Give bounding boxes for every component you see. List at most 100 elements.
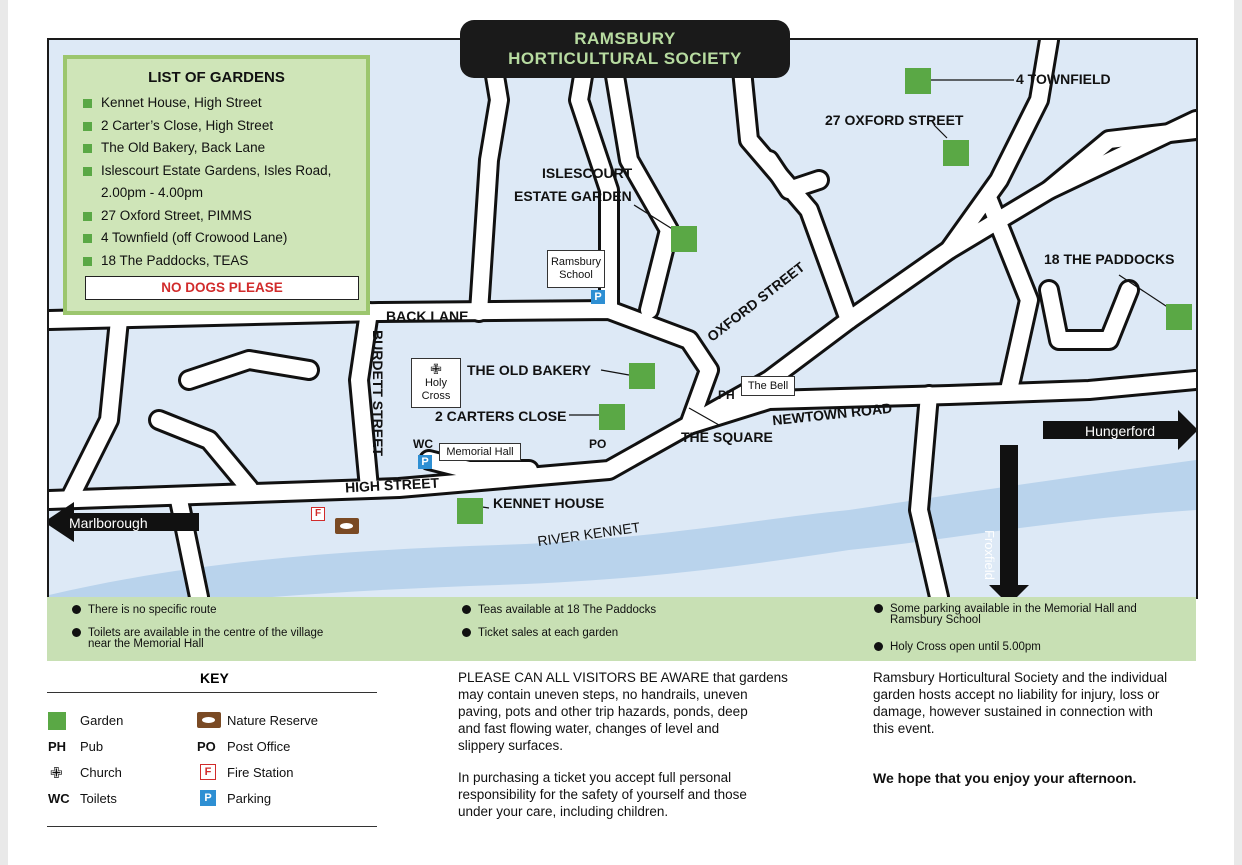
- label-hungerford: Hungerford: [1085, 423, 1156, 439]
- title-line-1: RAMSBURY: [574, 29, 676, 48]
- duck-shape: [340, 523, 353, 529]
- note-no-route: There is no specific route: [68, 604, 216, 616]
- garden-item: 18 The Paddocks, TEAS: [83, 250, 350, 273]
- garden-marker-oxford-street[interactable]: [943, 140, 969, 166]
- safety-warning: PLEASE CAN ALL VISITORS BE AWARE that ga…: [458, 669, 788, 754]
- note-tickets: Ticket sales at each garden: [458, 627, 618, 639]
- gardens-heading: LIST OF GARDENS: [148, 69, 285, 86]
- plate-ramsbury-school: Ramsbury School: [547, 250, 605, 288]
- key-church-icon: ✙: [50, 765, 63, 782]
- label-pub: PH: [718, 388, 735, 402]
- parking-icon-hall: P: [418, 455, 432, 469]
- key-rule-bottom: [47, 826, 377, 827]
- note-toilets: Toilets are available in the centre of t…: [68, 627, 323, 639]
- garden-marker-kennet-house[interactable]: [457, 498, 483, 524]
- holy-line-2: Cross: [421, 390, 451, 402]
- arrow-froxfield: [989, 445, 1029, 597]
- note-parking: Some parking available in the Memorial H…: [870, 603, 1137, 615]
- river-kennet: [49, 460, 1196, 597]
- school-line-2: School: [559, 269, 593, 281]
- parking-icon-school: P: [591, 290, 605, 304]
- arrow-hungerford: [1043, 410, 1196, 450]
- garden-item: Kennet House, High Street: [83, 92, 350, 115]
- holy-line-1: Holy: [424, 377, 447, 389]
- notes-band: [47, 597, 1196, 661]
- garden-item: Islescourt Estate Gardens, Isles Road,: [83, 160, 350, 183]
- plate-holy-cross: ✙ Holy Cross: [411, 358, 461, 408]
- note-parking-cont: Ramsbury School: [890, 614, 981, 626]
- key-fire-icon: F: [200, 764, 216, 780]
- label-old-bakery: THE OLD BAKERY: [467, 362, 591, 378]
- direction-arrows: [49, 410, 1196, 597]
- label-townfield: 4 TOWNFIELD: [1016, 71, 1111, 87]
- gardens-items-2: 27 Oxford Street, PIMMS 4 Townfield (off…: [83, 205, 350, 273]
- key-post-office-label: Post Office: [227, 739, 291, 754]
- note-teas: Teas available at 18 The Paddocks: [458, 604, 656, 616]
- label-the-square: THE SQUARE: [681, 429, 773, 445]
- label-toilets: WC: [413, 437, 433, 451]
- plate-the-bell: The Bell: [741, 376, 795, 396]
- key-po-sym: PO: [197, 739, 216, 754]
- label-27-oxford-street: 27 OXFORD STREET: [825, 112, 964, 128]
- key-church-label: Church: [80, 765, 122, 780]
- garden-item: 27 Oxford Street, PIMMS: [83, 205, 350, 228]
- ticket-line: In purchasing a ticket you accept full p…: [458, 770, 732, 785]
- key-garden-label: Garden: [80, 713, 124, 728]
- ticket-line: under your care, including children.: [458, 804, 669, 819]
- warn-line: may contain uneven steps, no handrails, …: [458, 687, 748, 702]
- no-dogs-notice: NO DOGS PLEASE: [85, 276, 359, 300]
- garden-item-time: 2.00pm - 4.00pm: [101, 185, 204, 200]
- label-post-office: PO: [589, 437, 607, 451]
- key-toilets-label: Toilets: [80, 791, 117, 806]
- liability-notice: Ramsbury Horticultural Society and the i…: [873, 669, 1167, 737]
- garden-item: 2 Carter’s Close, High Street: [83, 115, 350, 138]
- key-fire-label: Fire Station: [227, 765, 294, 780]
- ticket-responsibility: In purchasing a ticket you accept full p…: [458, 769, 747, 820]
- warn-line: slippery surfaces.: [458, 738, 564, 753]
- ticket-line: responsibility for the safety of yoursel…: [458, 787, 747, 802]
- label-islescourt-2: ESTATE GARDEN: [514, 188, 632, 204]
- key-pub-label: Pub: [80, 739, 104, 754]
- gardens-items: Kennet House, High Street 2 Carter’s Clo…: [83, 92, 350, 182]
- label-froxfield: Froxfield: [982, 530, 997, 580]
- key-title: KEY: [200, 670, 229, 686]
- nature-reserve-icon: [335, 518, 359, 534]
- liab-line: this event.: [873, 721, 935, 736]
- liab-line: damage, however sustained in connection …: [873, 704, 1153, 719]
- garden-marker-townfield[interactable]: [905, 68, 931, 94]
- garden-item: 4 Townfield (off Crowood Lane): [83, 227, 350, 250]
- garden-item: The Old Bakery, Back Lane: [83, 137, 350, 160]
- garden-marker-carters-close[interactable]: [599, 404, 625, 430]
- warn-line: paving, pots and other trip hazards, pon…: [458, 704, 748, 719]
- key-rule-top: [47, 692, 377, 693]
- map-title: RAMSBURY HORTICULTURAL SOCIETY: [460, 20, 790, 78]
- key-pub-sym: PH: [48, 739, 67, 754]
- gardens-list: LIST OF GARDENS Kennet House, High Stree…: [63, 55, 370, 315]
- label-back-lane: BACK LANE: [386, 308, 469, 324]
- liab-line: Ramsbury Horticultural Society and the i…: [873, 670, 1168, 685]
- key-parking-label: Parking: [227, 791, 272, 806]
- enjoy-message: We hope that you enjoy your afternoon.: [873, 770, 1137, 786]
- liab-line: garden hosts accept no liability for inj…: [873, 687, 1160, 702]
- note-holy-cross: Holy Cross open until 5.00pm: [870, 641, 1041, 653]
- key-garden-icon: [48, 712, 66, 730]
- plate-memorial-hall: Memorial Hall: [439, 443, 521, 461]
- label-marlborough: Marlborough: [69, 515, 148, 531]
- church-icon: ✙: [430, 361, 442, 377]
- garden-marker-islescourt[interactable]: [671, 226, 697, 252]
- label-paddocks: 18 THE PADDOCKS: [1044, 251, 1175, 267]
- fire-station-icon: F: [311, 507, 325, 521]
- pointer-lines: [468, 79, 1170, 509]
- warn-line: and fast flowing water, changes of level…: [458, 721, 720, 736]
- arrow-marlborough: [49, 502, 199, 542]
- warn-line: PLEASE CAN ALL VISITORS BE AWARE that ga…: [458, 670, 788, 685]
- title-line-2: HORTICULTURAL SOCIETY: [508, 49, 742, 68]
- school-line-1: Ramsbury: [550, 256, 602, 268]
- garden-marker-paddocks[interactable]: [1166, 304, 1192, 330]
- label-kennet-house: KENNET HOUSE: [493, 495, 605, 511]
- key-nature-label: Nature Reserve: [227, 713, 319, 728]
- key-duck-shape: [202, 717, 215, 723]
- note-toilets-cont: near the Memorial Hall: [88, 638, 204, 650]
- garden-marker-old-bakery[interactable]: [629, 363, 655, 389]
- label-islescourt-1: ISLESCOURT: [542, 165, 633, 181]
